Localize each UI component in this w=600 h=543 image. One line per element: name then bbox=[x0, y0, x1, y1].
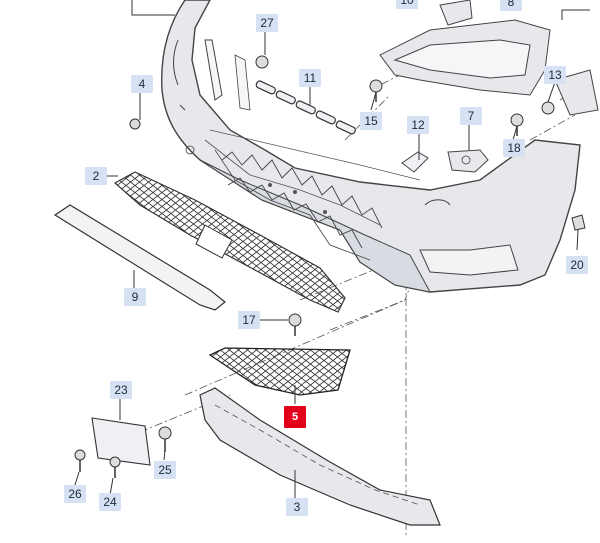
callout-26[interactable]: 26 bbox=[64, 485, 86, 503]
plate-bracket bbox=[91, 417, 151, 466]
callout-25[interactable]: 25 bbox=[154, 461, 176, 479]
lower-grille-highlighted bbox=[208, 347, 351, 396]
leader-line bbox=[561, 9, 590, 20]
callout-15[interactable]: 15 bbox=[360, 112, 382, 130]
chrome-strip-set bbox=[255, 80, 356, 135]
callout-3[interactable]: 4 bbox=[131, 75, 153, 93]
trim-strip bbox=[53, 204, 226, 311]
callout-11[interactable]: 11 bbox=[299, 69, 321, 87]
callout-5-highlighted[interactable]: 5 bbox=[284, 406, 306, 428]
callout-27[interactable]: 27 bbox=[256, 14, 278, 32]
callout-2[interactable]: 2 bbox=[85, 167, 107, 185]
callout-13[interactable]: 13 bbox=[544, 66, 566, 84]
leader-line bbox=[131, 0, 175, 16]
fasteners bbox=[74, 55, 555, 468]
tow-hook-cover bbox=[401, 151, 429, 173]
callout-9[interactable]: 9 bbox=[124, 288, 146, 306]
callout-7[interactable]: 7 bbox=[460, 107, 482, 125]
callout-8[interactable]: 8 bbox=[500, 0, 522, 11]
callout-18[interactable]: 18 bbox=[503, 139, 525, 157]
callout-10[interactable]: 10 bbox=[396, 0, 418, 9]
callout-4[interactable]: 3 bbox=[286, 498, 308, 516]
callout-12[interactable]: 12 bbox=[407, 116, 429, 134]
callout-24[interactable]: 24 bbox=[99, 493, 121, 511]
callout-20[interactable]: 20 bbox=[566, 256, 588, 274]
callout-leaders bbox=[74, 32, 579, 498]
guide-bracket bbox=[379, 0, 599, 116]
front-spoiler bbox=[199, 387, 441, 526]
bumper-cover bbox=[160, 0, 581, 293]
mounting-bracket bbox=[447, 149, 489, 173]
callout-17[interactable]: 17 bbox=[238, 311, 260, 329]
callout-23[interactable]: 23 bbox=[110, 381, 132, 399]
